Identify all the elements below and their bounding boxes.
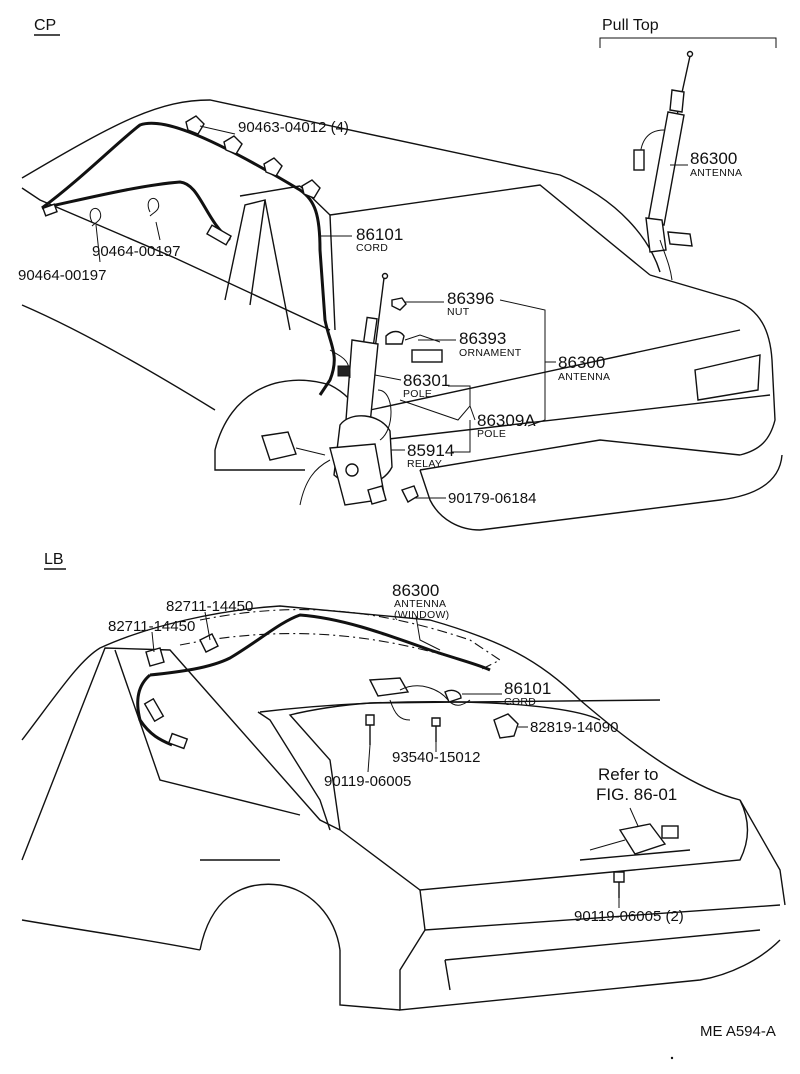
lb-car-body — [21, 605, 786, 1011]
cp-callout-86309A-cap: POLE — [477, 428, 506, 440]
figure-code: ME A594-A — [700, 1023, 776, 1040]
lb-callout-82711-14450-a: 82711-14450 — [166, 598, 253, 615]
cp-callout-86396-cap: NUT — [447, 306, 470, 318]
cp-callout-86301-num: 86301 — [403, 371, 450, 390]
cp-callout-90463-04012: 90463-04012 (4) — [238, 119, 349, 136]
cp-callout-85914-cap: RELAY — [407, 458, 442, 470]
lb-components — [365, 677, 679, 898]
cp-pulltop-86300-cap: ANTENNA — [690, 167, 742, 179]
cp-antenna-cord — [41, 121, 336, 396]
cp-callout-86393-num: 86393 — [459, 329, 506, 348]
cp-callout-86301-cap: POLE — [403, 388, 432, 400]
lb-callout-86300-cap2: (WINDOW) — [394, 609, 449, 621]
lb-refer-to-line1: Refer to — [598, 765, 658, 784]
lb-callout-90119-06005-2: 90119-06005 (2) — [574, 908, 684, 925]
lb-callout-86300-cap1: ANTENNA — [394, 598, 446, 610]
cp-pull-top-inset: Pull Top — [599, 17, 777, 281]
cp-callout-90464-00197-b: 90464-00197 — [92, 243, 180, 260]
cp-clips — [89, 115, 321, 227]
lb-callout-82711-14450-b: 82711-14450 — [108, 618, 195, 635]
cp-callout-86309A-num: 86309A — [477, 411, 536, 430]
lb-callout-86101-num: 86101 — [504, 679, 551, 698]
cp-car-body — [21, 99, 783, 531]
cp-title: CP — [34, 17, 56, 34]
cp-callout-85914-num: 85914 — [407, 441, 454, 460]
cp-leaders — [95, 125, 556, 499]
cp-callout-90464-00197-a: 90464-00197 — [18, 267, 106, 284]
lb-title: LB — [44, 551, 64, 568]
lb-callout-82819-14090: 82819-14090 — [530, 719, 618, 736]
lb-window-antenna — [136, 609, 502, 750]
cp-callout-86101-num: 86101 — [356, 225, 403, 244]
lb-callout-86300-num: 86300 — [392, 581, 439, 600]
cp-callout-86300-num: 86300 — [558, 353, 605, 372]
cp-callout-86300-cap: ANTENNA — [558, 371, 610, 383]
cp-callout-90179-06184: 90179-06184 — [448, 490, 536, 507]
lb-callout-93540-15012: 93540-15012 — [392, 749, 480, 766]
cp-pull-top-title: Pull Top — [602, 17, 659, 34]
scan-dot — [670, 1056, 674, 1060]
cp-callout-86393-cap: ORNAMENT — [459, 347, 522, 359]
lb-callout-86101-cap: CORD — [504, 696, 536, 708]
cp-callout-86396-num: 86396 — [447, 289, 494, 308]
lb-section: LB — [21, 551, 786, 1011]
cp-power-antenna-assembly — [261, 272, 443, 506]
cp-callout-86101-cap: CORD — [356, 242, 388, 254]
lb-callout-90119-06005: 90119-06005 — [324, 773, 411, 790]
lb-leaders — [151, 611, 639, 908]
cp-pulltop-86300-num: 86300 — [690, 149, 737, 168]
cp-section: CP — [18, 17, 783, 531]
lb-clips — [145, 633, 219, 667]
lb-refer-to-line2: FIG. 86-01 — [596, 785, 677, 804]
